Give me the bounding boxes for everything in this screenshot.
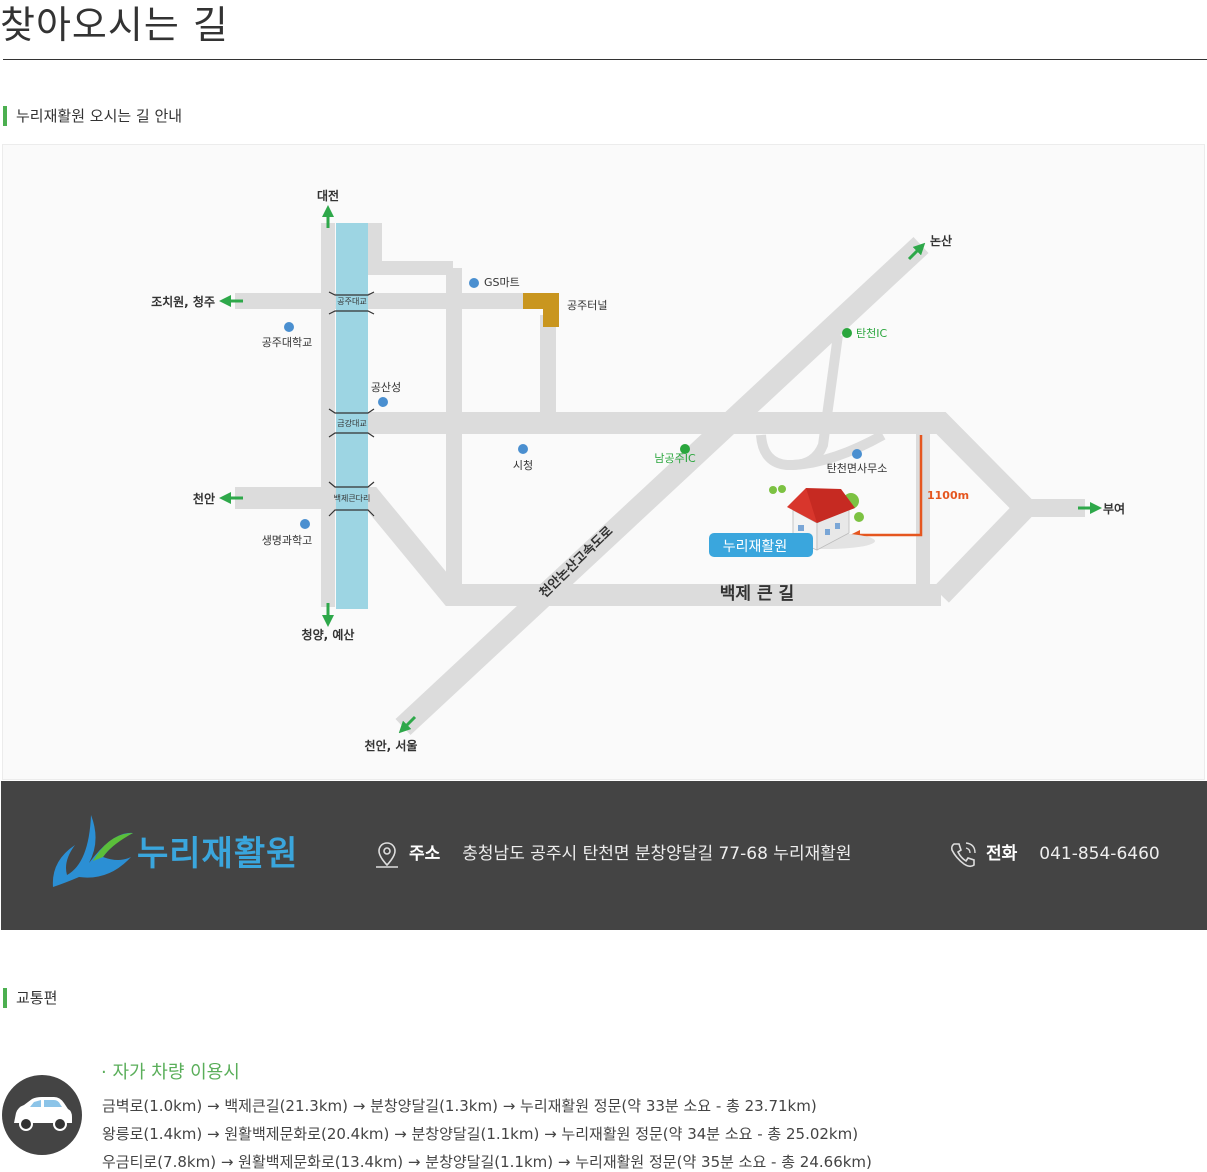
poi-markers — [284, 278, 862, 529]
bridge-label-baekje: 백제큰다리 — [334, 493, 371, 503]
label-buyeo: 부여 — [1103, 501, 1125, 516]
logo: 누리재활원 — [49, 811, 329, 893]
car-route-1: 금벽로(1.0km) → 백제큰길(21.3km) → 분창양달길(1.3km)… — [102, 1097, 817, 1115]
section-heading-traffic: 교통편 — [3, 988, 57, 1008]
section-heading-map: 누리재활원 오시는 길 안내 — [3, 106, 182, 126]
car-badge — [2, 1075, 82, 1155]
address-label: 주소 — [409, 844, 441, 864]
river — [336, 223, 368, 609]
label-gongju-univ: 공주대학교 — [262, 336, 313, 349]
car-section-title: · 자가 차량 이용시 — [101, 1062, 240, 1083]
poi-nam-gongju-ic — [680, 444, 690, 454]
phone-block: 전화 041-854-6460 — [948, 839, 1160, 869]
road-office-loop — [792, 430, 886, 470]
label-nam-gongju-ic: 남공주IC — [654, 452, 696, 465]
poi-city-hall — [518, 444, 528, 454]
road-label-baekje: 백제 큰 길 — [720, 584, 794, 604]
label-city-hall: 시청 — [513, 459, 533, 472]
contact-info-bar: 누리재활원 주소 충청남도 공주시 탄천면 분창양달길 77-68 누리재활원 전… — [1, 781, 1207, 930]
label-nonsan: 논산 — [930, 233, 952, 248]
phone-icon — [950, 841, 976, 867]
destination-badge — [709, 533, 813, 557]
label-gongsanseong: 공산성 — [371, 381, 401, 394]
poi-gongsanseong — [378, 397, 388, 407]
label-daejeon: 대전 — [317, 188, 339, 203]
car-icon — [14, 1097, 72, 1131]
directions-map: 공주대교 금강대교 백제큰다리 대전 조치원, 청주 공주대학교 GS마트 공주… — [2, 144, 1205, 780]
page-title: 찾아오시는 길 — [0, 3, 229, 47]
poi-gs-mart — [469, 278, 479, 288]
label-distance: 1100m — [927, 489, 969, 502]
car-route-3: 우금티로(7.8km) → 원활백제문화로(13.4km) → 분창양달길(1.… — [102, 1153, 872, 1171]
label-gongju-tunnel: 공주터널 — [567, 299, 607, 312]
direction-arrows — [219, 205, 1102, 734]
bridge-marks — [328, 291, 375, 517]
road-north-spur — [368, 223, 453, 275]
map-canvas: 공주대교 금강대교 백제큰다리 대전 조치원, 청주 공주대학교 GS마트 공주… — [151, 188, 1125, 753]
location-pin-icon — [376, 841, 398, 868]
title-divider — [3, 59, 1207, 60]
poi-tancheon-office — [852, 449, 862, 459]
road-network — [235, 223, 1085, 736]
poi-life-sci — [300, 519, 310, 529]
label-life-sci: 생명과학고 — [262, 534, 313, 547]
road-geumgang-bridge — [368, 412, 1041, 603]
label-jochiwon: 조치원, 청주 — [151, 294, 215, 309]
label-tancheon-office: 탄천면사무소 — [827, 461, 888, 475]
label-cheonan-seoul: 천안, 서울 — [365, 738, 418, 753]
phone-label: 전화 — [986, 844, 1018, 864]
logo-text: 누리재활원 — [137, 834, 298, 874]
poi-gongju-univ — [284, 322, 294, 332]
arrow-cheonan-seoul — [398, 715, 417, 734]
arrow-nonsan — [907, 242, 926, 261]
destination-label: 누리재활원 — [723, 539, 787, 555]
car-route-2: 왕릉로(1.4km) → 원활백제문화로(20.4km) → 분창양달길(1.1… — [102, 1125, 859, 1143]
phone-value[interactable]: 041-854-6460 — [1039, 844, 1160, 864]
poi-tancheon-ic — [842, 328, 852, 338]
label-gs-mart: GS마트 — [484, 276, 520, 289]
bridge-label-geumgang: 금강대교 — [337, 418, 366, 428]
tunnel-icon — [523, 293, 559, 327]
bridge-label-gongju: 공주대교 — [337, 297, 366, 306]
address-block: 주소 충청남도 공주시 탄천면 분창양달길 77-68 누리재활원 — [373, 839, 852, 869]
address-value: 충청남도 공주시 탄천면 분창양달길 77-68 누리재활원 — [462, 844, 852, 864]
logo-leaf-icon — [52, 815, 133, 887]
label-tancheon-ic: 탄천IC — [856, 326, 887, 340]
route-1100m — [850, 435, 923, 540]
label-cheonan: 천안 — [193, 491, 215, 506]
road-baekje-bridge — [235, 487, 941, 606]
road-highway — [395, 236, 929, 736]
label-cheongyang: 청양, 예산 — [302, 627, 355, 642]
